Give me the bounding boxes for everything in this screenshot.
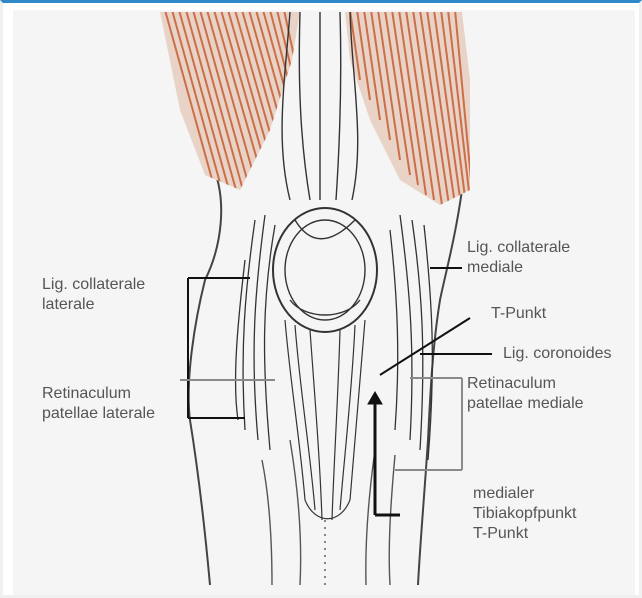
leader-lines [180, 268, 492, 515]
thigh-muscles-right [345, 10, 475, 212]
medial-ligaments [390, 215, 432, 460]
thigh-muscles-left [160, 10, 305, 212]
label-retinaculum-patellae-mediale: Retinaculum patellae mediale [467, 374, 584, 414]
label-medialer-tibiakopfpunkt: medialer Tibiakopfpunkt T-Punkt [473, 484, 576, 544]
lateral-ligaments [236, 215, 275, 450]
label-t-punkt: T-Punkt [491, 304, 546, 324]
label-lig-collaterale-laterale: Lig. collaterale laterale [42, 275, 145, 315]
label-retinaculum-patellae-laterale: Retinaculum patellae laterale [42, 384, 155, 424]
label-lig-coronoides: Lig. coronoides [503, 344, 612, 364]
label-lig-collaterale-mediale: Lig. collaterale mediale [467, 238, 570, 278]
